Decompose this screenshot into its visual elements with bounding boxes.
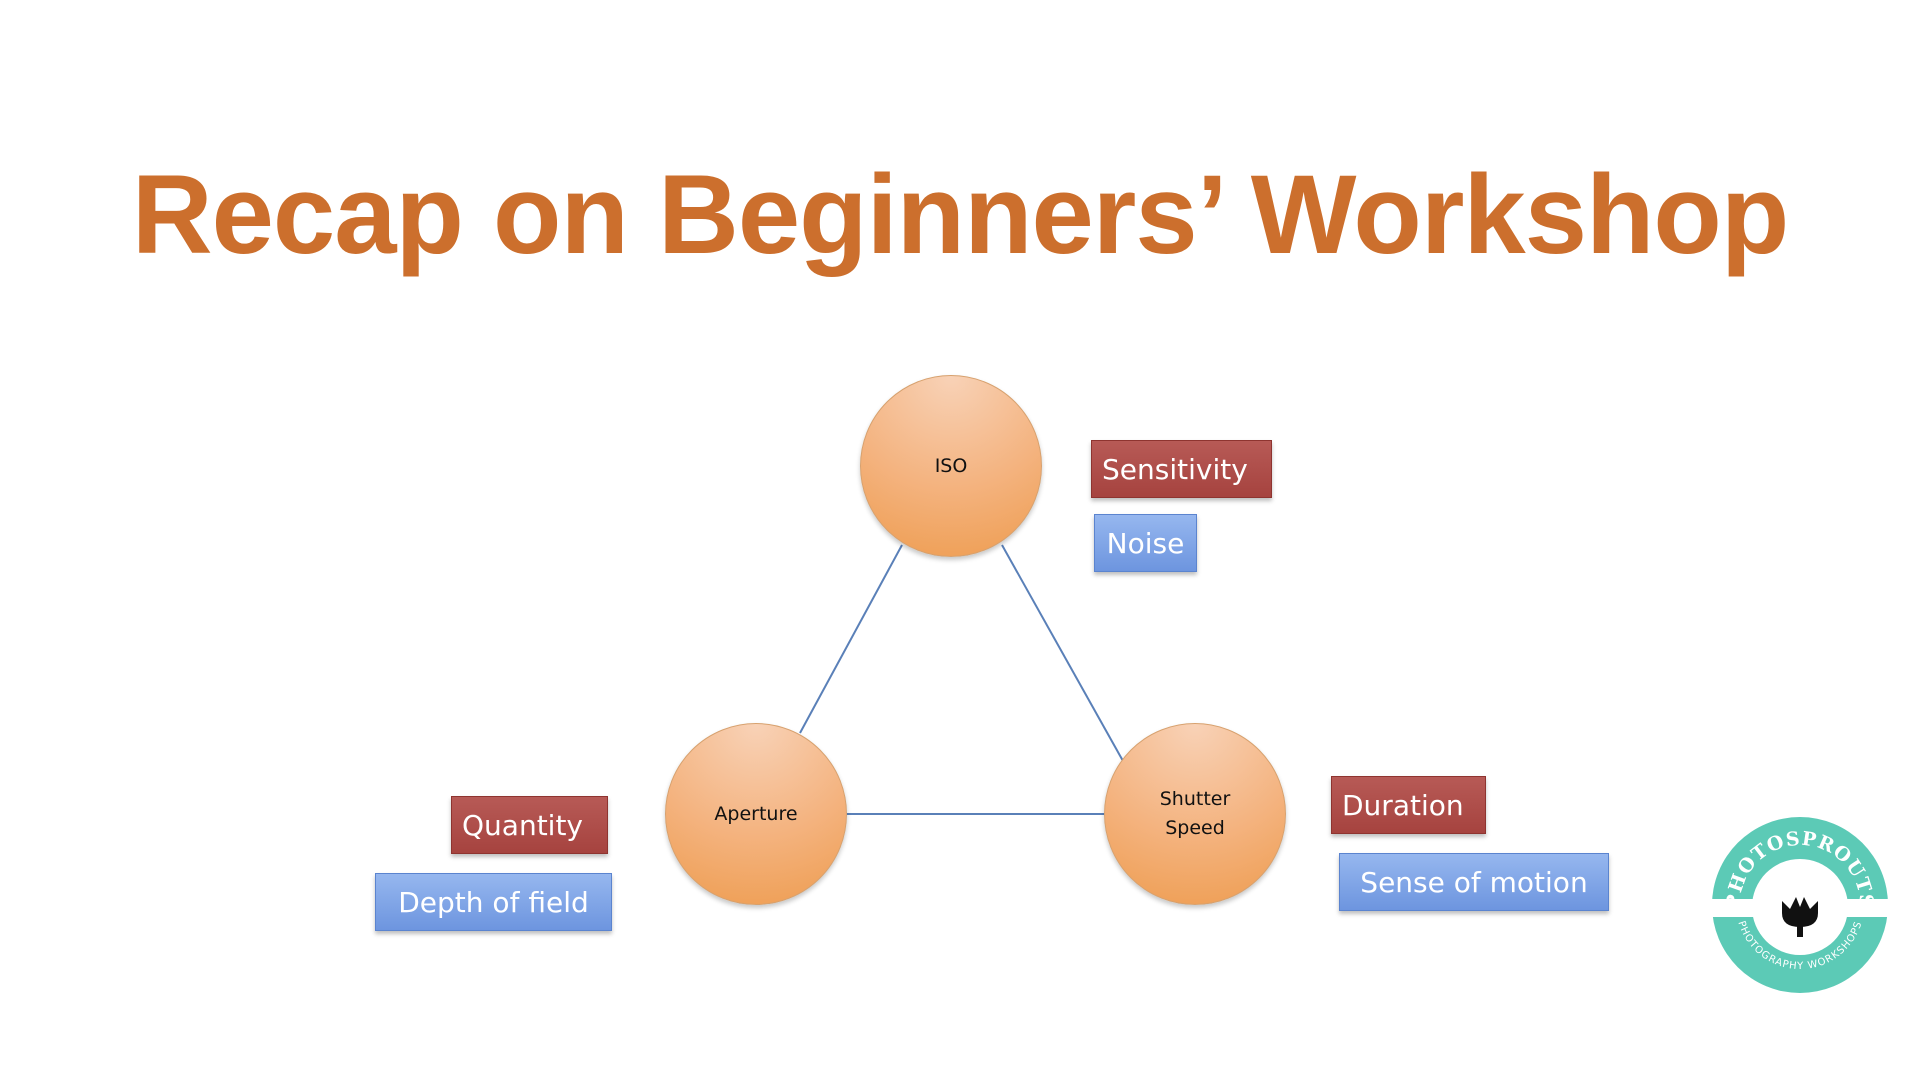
node-shutter-speed-label: Shutter Speed xyxy=(1159,788,1231,839)
node-aperture-label: Aperture xyxy=(714,802,798,825)
connector-iso-shutter xyxy=(1001,544,1124,762)
tag-duration: Duration xyxy=(1331,776,1486,834)
node-shutter-speed: Shutter Speed xyxy=(1104,723,1286,905)
slide-title: Recap on Beginners’ Workshop xyxy=(131,152,1789,277)
connector-iso-aperture xyxy=(799,544,903,734)
node-aperture: Aperture xyxy=(665,723,847,905)
tag-sensitivity: Sensitivity xyxy=(1091,440,1272,498)
tag-quantity: Quantity xyxy=(451,796,608,854)
node-iso-label: ISO xyxy=(934,454,968,477)
sprout-icon xyxy=(1782,897,1818,937)
node-iso: ISO xyxy=(860,375,1042,557)
tag-sense-of-motion: Sense of motion xyxy=(1339,853,1609,911)
tag-depth-of-field: Depth of field xyxy=(375,873,612,931)
tag-noise: Noise xyxy=(1094,514,1197,572)
photosprouts-logo: PHOTOSPROUTS PHOTOGRAPHY WORKSHOPS xyxy=(1710,817,1890,993)
